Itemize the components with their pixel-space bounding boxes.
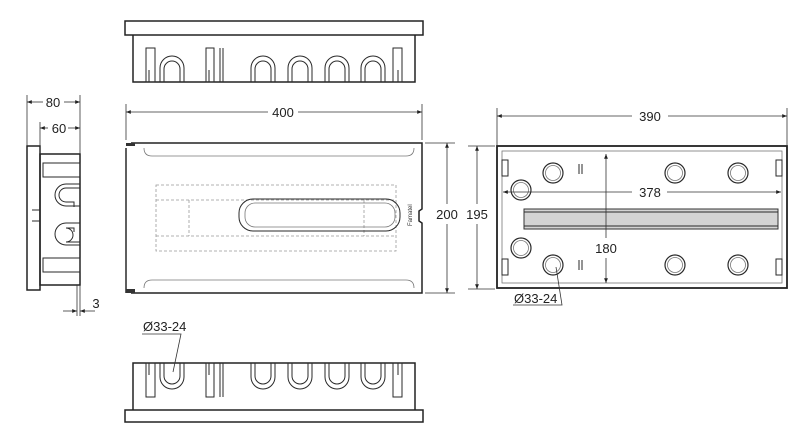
- knockout-arches-bottom: [159, 363, 386, 390]
- knockout-holes: [510, 162, 749, 276]
- brand-logo: Famatel: [408, 204, 414, 226]
- knockout-label-bottom: Ø33-24: [143, 319, 186, 334]
- dim-side-depth-body: 60: [52, 121, 66, 136]
- dim-side-depth-total: 80: [46, 95, 60, 110]
- front-view: Famatel 400 200 195: [125, 104, 495, 294]
- side-view: 80 60 3: [26, 95, 100, 316]
- top-view: [124, 20, 424, 83]
- dim-front-width: 400: [272, 105, 294, 120]
- dim-back-width: 390: [639, 109, 661, 124]
- din-rail: [523, 208, 779, 230]
- dim-back-hole-spacing-v: 180: [595, 241, 617, 256]
- dim-side-lid-offset: 3: [92, 296, 99, 311]
- bottom-view: Ø33-24: [124, 319, 424, 423]
- dim-back-hole-spacing-h: 378: [639, 185, 661, 200]
- back-view: 390 378 180 Ø33-24: [496, 108, 788, 306]
- knockout-label-back: Ø33-24: [514, 291, 557, 306]
- knockout-arches-top: [159, 55, 386, 82]
- dim-front-height: 200: [436, 207, 458, 222]
- dim-front-inner-height: 195: [466, 207, 488, 222]
